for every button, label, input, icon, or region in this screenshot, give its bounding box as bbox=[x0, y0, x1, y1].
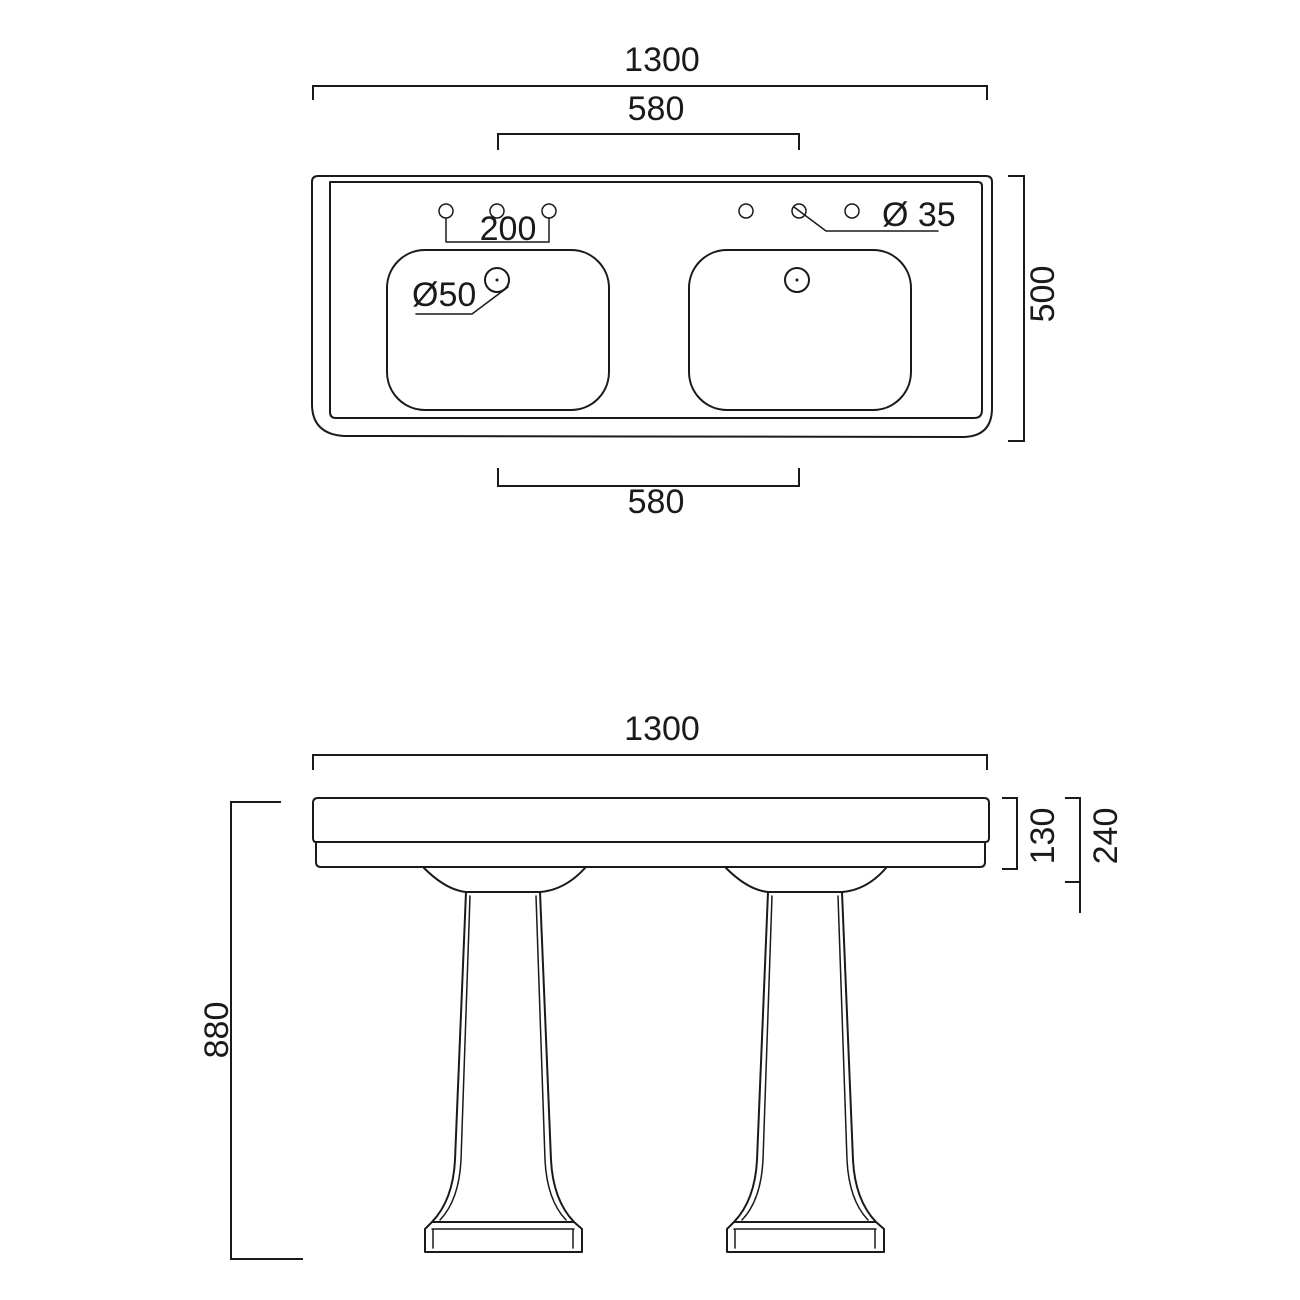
basin-height-dimension: 130 bbox=[1002, 797, 1062, 870]
tap-centres-dimension: 200 bbox=[445, 210, 550, 248]
right-waste-centre bbox=[795, 278, 799, 282]
bottom-tap-spacing-dimension: 580 bbox=[497, 468, 800, 521]
tap-hole-diameter-label: Ø 35 bbox=[882, 196, 956, 234]
top-view: 1300 580 Ø50 200 bbox=[311, 41, 1062, 521]
front-width-dimension: 1300 bbox=[312, 710, 988, 770]
basin-front-base bbox=[315, 841, 986, 868]
left-tap-hole-2 bbox=[489, 203, 505, 219]
right-pedestal bbox=[725, 867, 887, 1253]
tap-hole-leader-line bbox=[793, 206, 939, 232]
basin-front-top bbox=[312, 797, 990, 843]
right-waste-hole bbox=[784, 267, 810, 293]
top-depth-dimension: 500 bbox=[1008, 175, 1062, 442]
top-tap-spacing-dimension: 580 bbox=[497, 90, 800, 150]
basin-height-label: 130 bbox=[1024, 808, 1062, 865]
top-depth-label: 500 bbox=[1024, 266, 1062, 323]
basin-inner-rim bbox=[329, 181, 983, 419]
top-tap-spacing-label: 580 bbox=[628, 90, 685, 128]
right-tap-hole-1 bbox=[738, 203, 754, 219]
left-tap-hole-1 bbox=[438, 203, 454, 219]
waste-diameter-label: Ø50 bbox=[412, 276, 476, 314]
tap-centres-label: 200 bbox=[480, 210, 537, 248]
front-height-dimension: 880 bbox=[198, 801, 303, 1260]
left-waste-hole bbox=[484, 267, 510, 293]
right-tap-hole-2 bbox=[791, 203, 807, 219]
top-width-label: 1300 bbox=[624, 41, 700, 79]
front-view: 1300 880 bbox=[198, 710, 1125, 1260]
left-tap-hole-3 bbox=[541, 203, 557, 219]
right-bowl bbox=[688, 249, 912, 411]
rim-to-pedestal-label: 240 bbox=[1087, 808, 1125, 865]
left-waste-centre bbox=[495, 278, 499, 282]
left-pedestal bbox=[423, 867, 586, 1253]
right-tap-hole-3 bbox=[844, 203, 860, 219]
top-width-dimension: 1300 bbox=[312, 41, 988, 100]
rim-to-pedestal-dimension: 240 bbox=[1065, 797, 1125, 913]
basin-outer-outline bbox=[311, 175, 993, 438]
front-height-label: 880 bbox=[198, 1002, 236, 1059]
left-bowl bbox=[386, 249, 610, 411]
waste-leader-line bbox=[415, 286, 509, 315]
bottom-tap-spacing-label: 580 bbox=[628, 483, 685, 521]
front-width-label: 1300 bbox=[624, 710, 700, 748]
